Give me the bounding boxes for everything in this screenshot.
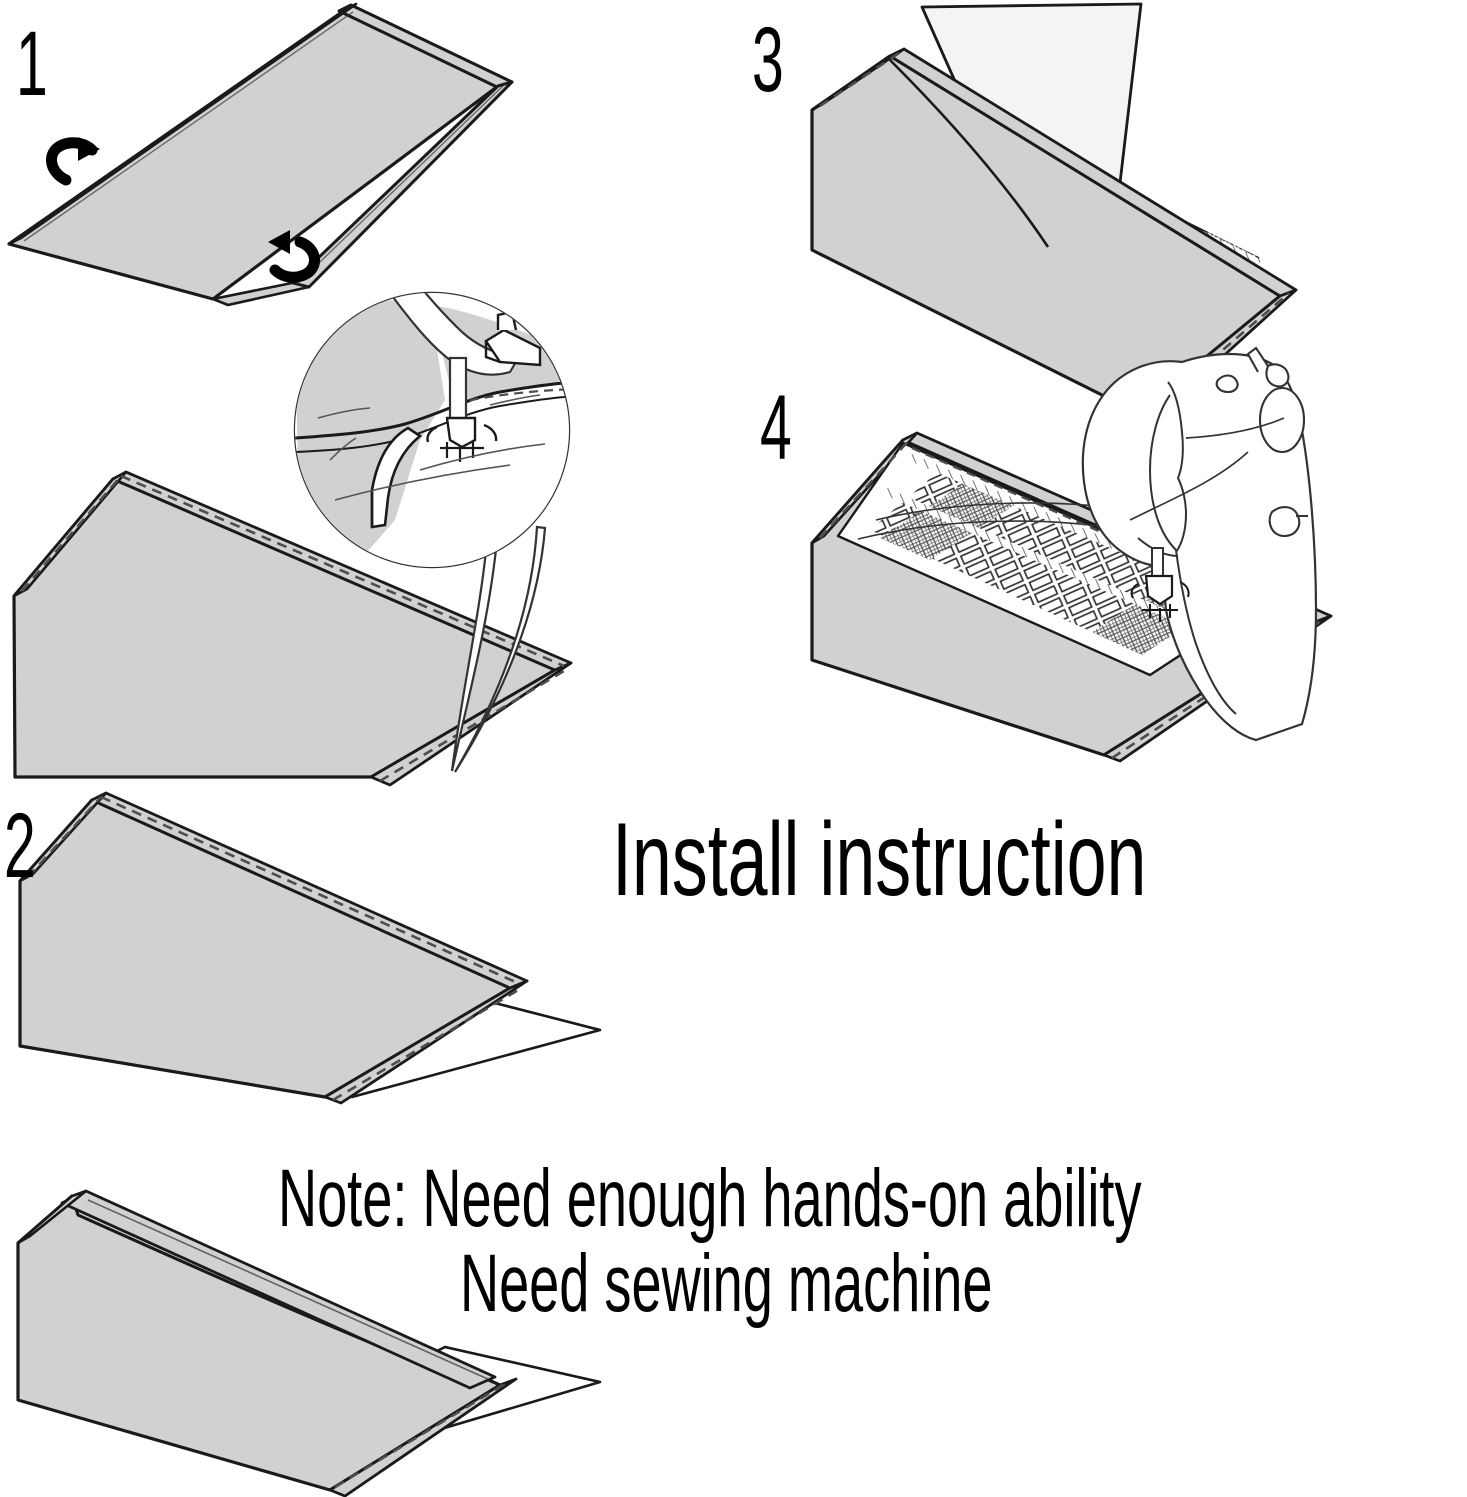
tension-dial-icon (1215, 374, 1239, 394)
hand-wheel-icon (1258, 386, 1306, 454)
step-number-2: 2 (4, 795, 36, 897)
magnifier-lens-content (295, 293, 569, 567)
sewing-machine-outline (1081, 346, 1318, 742)
stitch-line-step2-c (332, 987, 521, 1102)
stitch-line-step2-b (100, 795, 521, 986)
note-line-1: Note: Need enough hands-on ability (278, 1153, 1142, 1244)
stitch-line-mid-b (120, 474, 565, 668)
page-title: Install instruction (612, 802, 1147, 918)
note-line-2: Need sewing machine (460, 1238, 993, 1329)
step-2-illustration (18, 791, 602, 1105)
callout-cone-right (454, 525, 547, 773)
crease-line-bottom (87, 1199, 491, 1381)
crease-line-step3 (889, 59, 1050, 248)
step-number-1: 1 (16, 13, 48, 115)
fabric-left-hem-bottom (16, 1189, 88, 1245)
fold-arrow-right-icon (268, 230, 320, 283)
fabric-right-hem-step2 (323, 979, 529, 1105)
finished-heading-illustration (16, 1189, 602, 1497)
fold-arrow-left-icon (46, 137, 100, 186)
step-4-illustration (810, 346, 1333, 763)
tape-guide-step4-b (857, 520, 1126, 540)
stitch-selector-icon (1268, 506, 1301, 538)
tape-rail-step4-b (880, 487, 1222, 640)
step-number-3: 3 (752, 9, 784, 111)
stitch-line-step2-a (27, 796, 102, 878)
stitch-line-step4-c (911, 446, 1255, 602)
spool-pin-icon (1265, 363, 1290, 388)
presser-foot-icon (1144, 574, 1174, 606)
stitch-line-mid-c (379, 669, 565, 783)
fabric-left-hem-step1 (7, 2, 358, 246)
step-number-4: 4 (760, 377, 792, 479)
callout-cone-left (450, 538, 499, 772)
needle-detail-magnifier (293, 291, 571, 773)
fabric-bottom-hem-step1 (211, 281, 311, 307)
stitch-line-step4-a (819, 436, 913, 539)
fabric-right-hem-mid (369, 661, 573, 787)
stitch-line-mid-a (21, 475, 122, 592)
step-1-illustration (7, 2, 514, 307)
needle-bar (1151, 547, 1164, 579)
crease-line-step1-a (23, 11, 354, 242)
step-3-illustration (810, 2, 1298, 421)
crease-line-step1-b (295, 83, 506, 286)
tape-edge-bottom (444, 1345, 601, 1384)
hemmed-panel-illustration (12, 470, 573, 787)
